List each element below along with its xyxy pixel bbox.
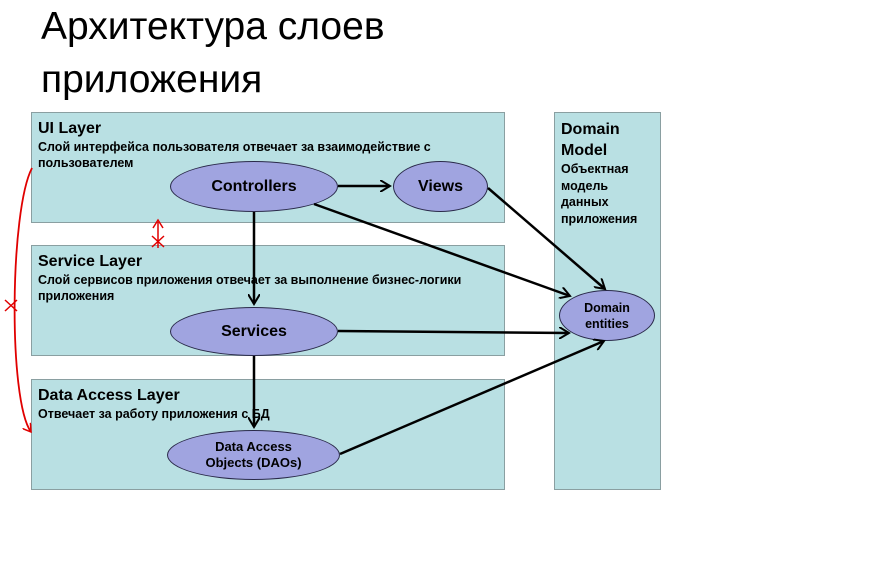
controllers-label: Controllers <box>211 177 297 195</box>
services-node: Services <box>170 307 338 356</box>
domain-model-title: Domain Model <box>561 121 620 159</box>
service-layer-title: Service Layer <box>38 253 143 270</box>
daos-node: Data Access Objects (DAOs) <box>167 430 340 480</box>
controllers-node: Controllers <box>170 161 338 212</box>
service-layer-description: Слой сервисов приложения отвечает за вып… <box>38 273 462 303</box>
arrow-views-domain <box>487 187 605 289</box>
services-label: Services <box>221 322 287 340</box>
ui-layer-title: UI Layer <box>38 120 102 137</box>
views-label: Views <box>417 177 464 195</box>
data-access-layer-description: Отвечает за работу приложения с БД <box>38 407 270 421</box>
page-title: Архитектура слоев приложения <box>41 5 385 101</box>
red-cross-mark-left <box>4 299 18 312</box>
domain-entities-node: Domain entities <box>559 290 655 341</box>
views-node: Views <box>393 161 488 212</box>
domain-entities-label: Domain entities <box>584 300 630 331</box>
red-upward-arrowhead <box>152 218 164 229</box>
arrow-services-domain <box>337 331 569 333</box>
ui-layer-description: Слой интерфейса пользователя отвечает за… <box>38 140 431 170</box>
daos-label: Data Access Objects (DAOs) <box>205 439 302 470</box>
red-cross-mark-center <box>151 235 165 248</box>
data-access-layer-title: Data Access Layer <box>38 387 180 404</box>
arrow-daos-domain <box>339 341 604 456</box>
red-bypass-arrow <box>13 167 33 432</box>
domain-model-description: Объектная модель данных приложения <box>561 162 638 226</box>
arrow-controllers-domain <box>313 202 570 296</box>
service-layer-box: Service Layer Слой сервисов приложения о… <box>31 245 505 356</box>
